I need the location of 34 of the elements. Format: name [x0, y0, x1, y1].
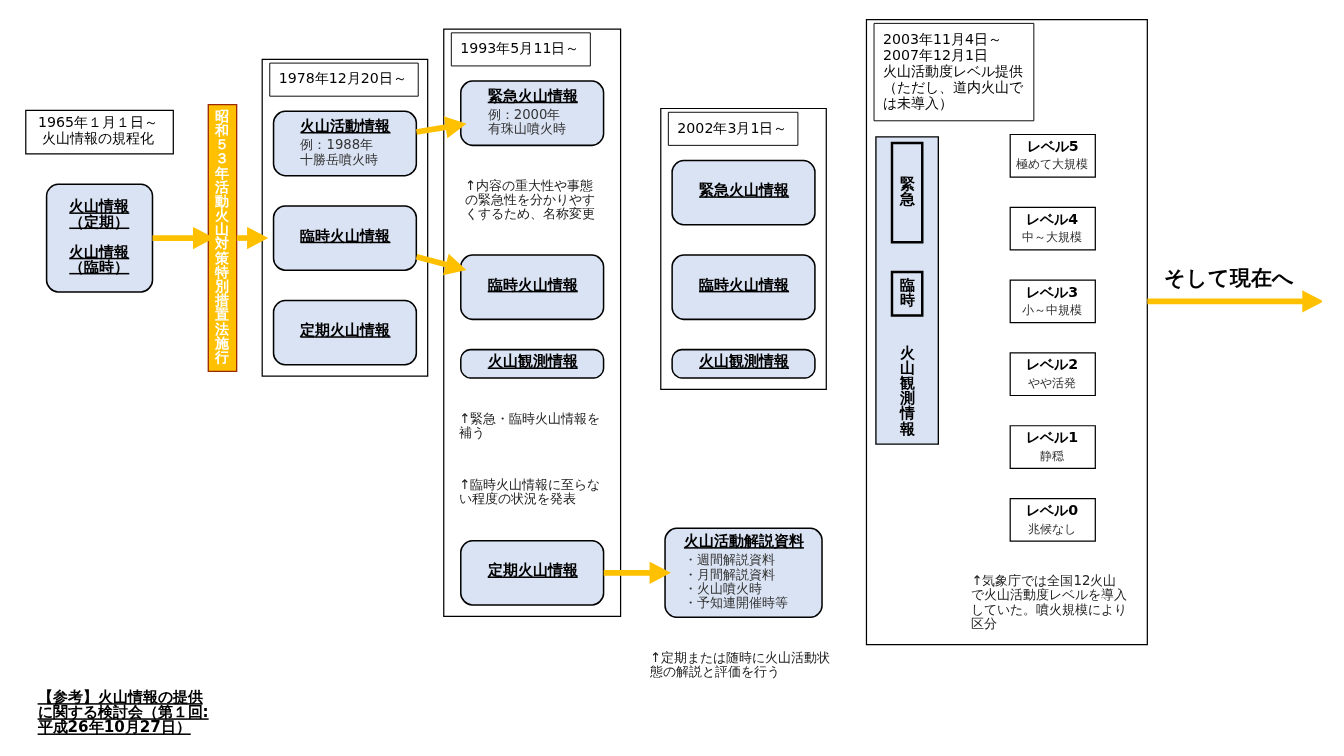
- node-box: レベル0 兆候なし: [1009, 497, 1096, 542]
- node-box: レベル5 極めて大規模: [1009, 133, 1096, 178]
- node-box: レベル2 やや活発: [1009, 352, 1096, 397]
- node-box: 昭和５３年活動火山対策特別措置法施行: [207, 104, 238, 373]
- node-box: 定期火山情報: [272, 299, 418, 366]
- node-box: 定期火山情報: [460, 539, 605, 606]
- caption: 【参考】火山情報の提供に関する検討会（第１回:平成26年10月27日）: [37, 688, 209, 737]
- node-label: ↑定期または随時に火山活動状態の解説と評価を行う: [649, 649, 830, 680]
- node-box: 火山活動情報 例：1988年十勝岳噴火時: [272, 110, 418, 177]
- arrow: [1147, 290, 1322, 313]
- node-label: ↑気象庁では全国12火山で火山活動度レベルを導入していた。噴火規模により区分: [971, 573, 1128, 631]
- edge-label: そして現在へ: [1164, 265, 1295, 290]
- node-box: 臨時: [890, 270, 924, 317]
- node-box: 火山活動解説資料 ・週間解説資料 ・月間解説資料 ・火山噴火時 ・予知連開催時等: [664, 527, 823, 618]
- node-label: ↑緊急・臨時火山情報を補う: [459, 410, 601, 440]
- node-box: レベル4 中～大規模: [1009, 206, 1096, 251]
- arrow: [415, 253, 467, 276]
- node-label: ↑内容の重大性や事態の緊急性を分かりやすくするため、名称変更: [465, 178, 596, 222]
- node-label: ↑臨時火山情報に至らない程度の状況を発表: [459, 476, 601, 507]
- node-box: 火山情報（定期） 火山情報（臨時）: [45, 183, 154, 293]
- node-box: 臨時火山情報: [272, 205, 418, 271]
- node-box: 1965年１月１日～ 火山情報の規程化: [25, 109, 174, 155]
- node-box: 臨時火山情報: [671, 254, 816, 321]
- node-box: 火山観測情報: [671, 348, 816, 379]
- node-box: 緊急火山情報 例：2000年有珠山噴火時: [460, 80, 605, 147]
- node-box: レベル3 小～中規模: [1009, 279, 1096, 324]
- arrow: [236, 226, 269, 250]
- node-box: 火山観測情報: [460, 348, 605, 379]
- node-box: 臨時火山情報: [460, 254, 605, 321]
- arrow: [416, 116, 467, 139]
- arrow: [603, 561, 671, 584]
- node-box: レベル1 静穏: [1009, 425, 1096, 469]
- node-box: 緊急火山情報: [671, 159, 816, 226]
- node-box: 緊急: [890, 141, 924, 244]
